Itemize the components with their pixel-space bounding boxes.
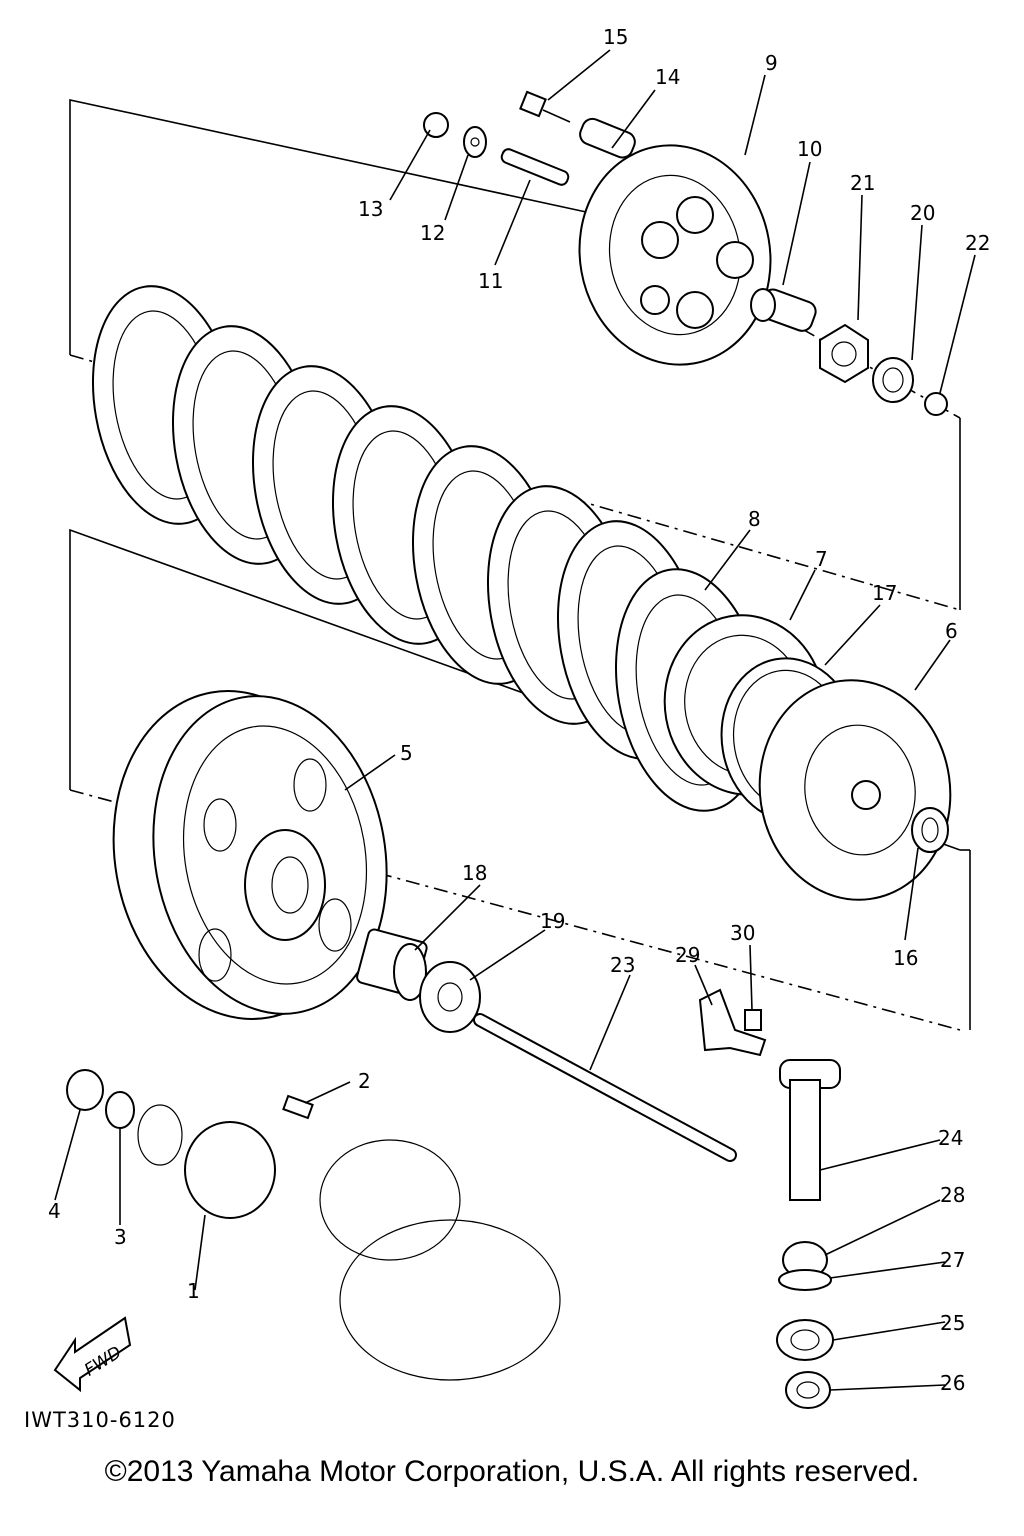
callout-14: 14 — [655, 65, 680, 89]
callout-10: 10 — [797, 137, 822, 161]
pressure-plate — [578, 144, 772, 366]
callout-28: 28 — [940, 1183, 965, 1207]
callout-6: 6 — [945, 619, 958, 643]
diagram-part-code: IWT310-6120 — [24, 1408, 176, 1432]
callout-24: 24 — [938, 1126, 963, 1150]
callout-17: 17 — [872, 581, 897, 605]
push-lever-assembly — [776, 1059, 841, 1409]
callout-27: 27 — [940, 1248, 965, 1272]
callout-26: 26 — [940, 1371, 965, 1395]
callout-5: 5 — [400, 741, 413, 765]
callout-2: 2 — [358, 1069, 371, 1093]
callout-4: 4 — [48, 1199, 61, 1223]
sleeve-and-washer — [356, 928, 481, 1033]
clutch-housing — [112, 690, 388, 1020]
callout-20: 20 — [910, 201, 935, 225]
clutch-plates — [91, 285, 766, 812]
washer-16 — [911, 807, 949, 853]
callout-25: 25 — [940, 1311, 965, 1335]
callout-7: 7 — [815, 547, 828, 571]
push-rod — [473, 1013, 737, 1162]
leader-lines — [54, 49, 976, 1391]
callout-16: 16 — [893, 946, 918, 970]
clutch-boss — [758, 679, 952, 901]
callout-19: 19 — [540, 909, 565, 933]
fwd-arrow-icon: FWD — [53, 1316, 132, 1393]
callout-18: 18 — [462, 861, 487, 885]
callout-13: 13 — [358, 197, 383, 221]
callout-3: 3 — [114, 1225, 127, 1249]
callout-8: 8 — [748, 507, 761, 531]
copyright-notice: ©2013 Yamaha Motor Corporation, U.S.A. A… — [104, 1455, 920, 1488]
callout-23: 23 — [610, 953, 635, 977]
callout-9: 9 — [765, 51, 778, 75]
callout-30: 30 — [730, 921, 755, 945]
callout-1: 1 — [187, 1279, 200, 1303]
clutch-exploded-diagram: FWD 1 2 3 4 5 6 7 8 9 10 11 12 13 14 15 … — [48, 25, 990, 1409]
callout-29: 29 — [675, 943, 700, 967]
callout-12: 12 — [420, 221, 445, 245]
callout-22: 22 — [965, 231, 990, 255]
callout-labels: 1 2 3 4 5 6 7 8 9 10 11 12 13 14 15 16 1… — [48, 25, 990, 1395]
primary-drive-parts — [66, 1069, 561, 1381]
callout-21: 21 — [850, 171, 875, 195]
callout-15: 15 — [603, 25, 628, 49]
bolt-spring-parts — [423, 90, 636, 186]
lever-plate — [698, 988, 767, 1057]
push-rod-parts — [750, 288, 948, 416]
callout-11: 11 — [478, 269, 503, 293]
